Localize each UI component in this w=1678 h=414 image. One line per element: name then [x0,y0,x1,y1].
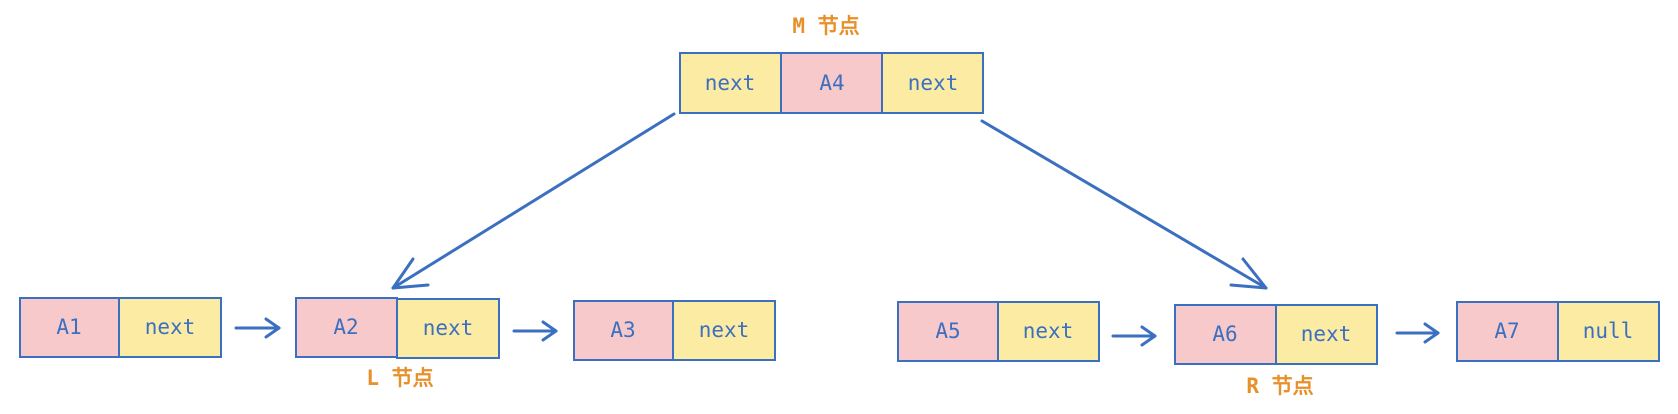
left-list-node-a3-value-text: A3 [610,318,635,342]
left-list-node-a3-pointer-text: next [699,318,750,342]
r-node-label: R 节点 [1246,374,1313,398]
m-node-label: M 节点 [792,14,859,38]
middle-node-left-pointer-text: next [705,71,756,95]
left-list-node-a2: A2 next [295,297,500,359]
left-list-node-a1-value-text: A1 [56,315,81,339]
right-list-node-a7-value-text: A7 [1494,319,1519,343]
right-list-node-a5-value-cell [897,301,999,362]
left-list-node-a1-pointer-text: next [145,315,196,339]
right-list-node-a7-pointer-cell [1557,301,1660,362]
left-list-node-a1: A1 next [19,297,222,358]
left-list-node-a2-value-text: A2 [333,315,358,339]
middle-node-left-pointer-cell [679,52,782,114]
branch-arrow-right [980,119,1268,290]
middle-node-value-cell [780,52,883,114]
right-list-node-a7: A7 null [1456,301,1660,362]
right-list-node-a7-pointer-text: null [1583,319,1634,343]
branch-arrow-left [391,112,676,290]
left-list-node-a3-value-cell [573,300,674,361]
right-list-node-a6-pointer-cell [1275,304,1378,365]
right-list-node-a5-value-text: A5 [935,319,960,343]
right-list-node-a6: A6 next [1174,304,1378,365]
left-list-node-a2-pointer-text: next [423,316,474,340]
right-list-node-a5: A5 next [897,301,1100,362]
right-list-node-a5-pointer-cell [997,301,1100,362]
right-list-node-a7-value-cell [1456,301,1559,362]
right-list-arrow-1 [1111,325,1157,347]
l-node-label: L 节点 [366,366,433,390]
middle-node-value-text: A4 [819,71,844,95]
right-list-node-a6-value-text: A6 [1212,322,1237,346]
left-list-arrow-1 [234,317,281,339]
right-list-arrow-2 [1395,322,1440,344]
left-list-node-a3-pointer-cell [672,300,776,361]
left-list-node-a3: A3 next [573,300,776,361]
right-list-node-a5-pointer-text: next [1023,319,1074,343]
left-list-node-a2-pointer-cell [396,298,500,359]
right-list-node-a6-pointer-text: next [1301,322,1352,346]
right-list-node-a6-value-cell [1174,304,1277,365]
middle-node-right-pointer-cell [881,52,984,114]
left-list-arrow-2 [512,320,558,342]
left-list-node-a1-pointer-cell [118,297,222,358]
middle-node-right-pointer-text: next [908,71,959,95]
middle-node: next A4 next [679,52,984,114]
